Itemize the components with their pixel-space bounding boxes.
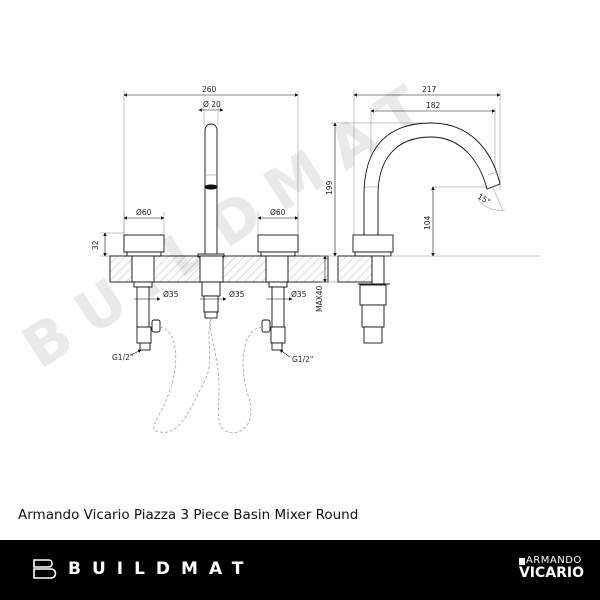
dim-overall-height: 199 [325, 180, 334, 195]
armando-vicario-logo: ARMANDO VICARIO [518, 555, 584, 581]
dim-left-handle-diameter: Ø60 [136, 208, 152, 217]
side-view [320, 90, 540, 344]
dim-handle-height: 32 [91, 240, 100, 250]
dim-spout-reach: 182 [426, 101, 441, 110]
dim-right-handle-diameter: Ø60 [270, 208, 286, 217]
dim-outlet-angle: 15° [476, 192, 492, 207]
dim-outlet-height: 104 [423, 215, 432, 230]
front-view [100, 90, 329, 434]
footer-bar: BUILDMAT ARMANDO VICARIO [0, 540, 600, 600]
armando-vicario-mark-icon [518, 557, 525, 565]
dim-center-shank: Ø35 [229, 290, 245, 299]
dim-overall-reach: 217 [422, 85, 437, 94]
dim-left-connection: G1/2" [112, 353, 133, 362]
dim-spout-diameter: Ø 20 [203, 100, 221, 109]
dim-overall-width: 260 [202, 85, 217, 94]
dim-left-shank: Ø35 [163, 290, 179, 299]
dim-max-deck: MAX40 [315, 285, 324, 312]
product-title: Armando Vicario Piazza 3 Piece Basin Mix… [18, 507, 359, 523]
technical-drawing: BUILDMAT [11, 63, 540, 434]
partner-top-text: ARMANDO [525, 555, 582, 566]
partner-bottom-text: VICARIO [518, 565, 584, 581]
buildmat-brand: BUILDMAT [68, 559, 255, 579]
buildmat-logo-icon [31, 558, 59, 584]
dim-right-shank: Ø35 [291, 290, 307, 299]
dim-right-connection: G1/2" [292, 355, 313, 364]
